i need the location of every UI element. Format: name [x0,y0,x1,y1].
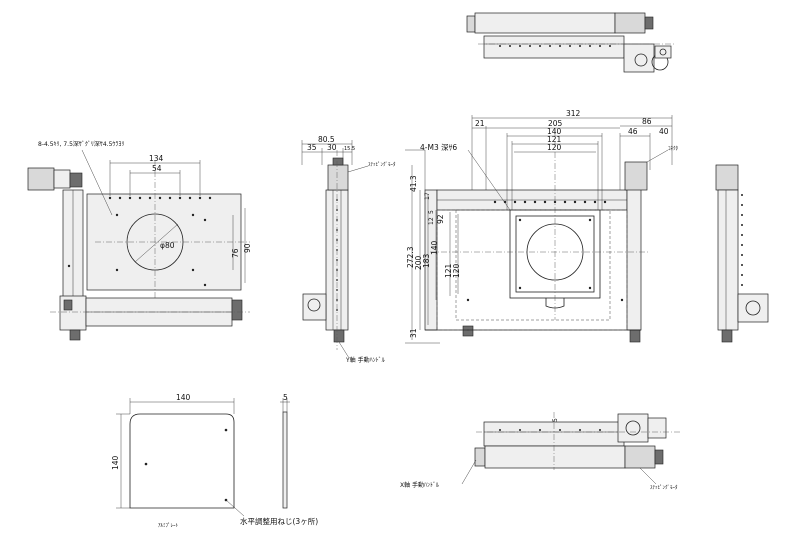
dim-40: 40 [659,127,669,136]
plate-dim-5: 5 [283,393,288,402]
dim-90: 90 [243,243,252,253]
dim-41-3: 41.3 [409,175,418,192]
main-plan-view: 312 21 205 86 140 46 40 121 120 41.3 17 … [405,109,679,344]
bottom-stepping-motor-label: ｽﾃｯﾋﾟﾝｸﾞﾓｰﾀ [650,484,678,491]
top-plan-holes [499,45,611,47]
side-stepping-motor-label: ｽﾃｯﾋﾟﾝｸﾞﾓｰﾀ [368,161,396,168]
dim-312: 312 [566,109,581,118]
dim-21: 21 [475,119,485,128]
front-top-holes [67,196,212,287]
dim-200: 200 [414,255,423,270]
right-side-holes [741,194,743,296]
aluminum-plate-label: ｱﾙﾐﾌﾟﾚｰﾄ [158,522,179,529]
dim-46: 46 [628,127,638,136]
dim-54: 54 [152,164,162,173]
bottom-dim-5: 5 [552,418,559,422]
m3-note: 4-M3 深ｻ6 [420,143,457,152]
dim-5: 5 [428,210,435,214]
dim-134: 134 [149,154,164,163]
top-plan-view [466,12,676,73]
dim-92: 92 [436,214,445,224]
dim-17: 17 [424,192,431,200]
front-dia-label: φ80 [160,241,175,250]
dim-30: 30 [327,143,337,152]
plate-dim-140-h: 140 [111,455,120,470]
dim-140-v: 140 [430,240,439,255]
dim-86: 86 [642,117,652,126]
side-view-y: 80.5 35 30 15.5 ｽﾃｯﾋﾟﾝｸﾞﾓｰﾀ Y軸 手動ﾊﾝﾄﾞﾙ [301,135,396,364]
connector-label: ｺﾈｸﾀ [668,146,679,152]
front-view: φ80 134 54 76 90 8- [27,140,252,341]
bottom-front-holes [499,429,601,431]
leveling-screws-label: 水平調整用ねじ(3ヶ所) [240,516,318,526]
aluminum-plate-view: 140 140 ｱﾙﾐﾌﾟﾚｰﾄ 水平調整用ねじ(3ヶ所) 5 [111,393,318,529]
y-handle-label: Y軸 手動ﾊﾝﾄﾞﾙ [345,356,385,364]
dim-15-5: 15.5 [344,146,355,152]
holes-note: 8-4.5ｷﾘ, 7.5深ｻﾞｸﾞﾘ深ｻ4.5ｳﾗﾖﾘ [38,140,124,148]
main-m3-holes [466,218,624,302]
dim-12: 12 [428,217,435,225]
dim-80-5: 80.5 [318,135,335,144]
dim-76: 76 [231,248,240,258]
dim-205: 205 [548,119,563,128]
dim-121: 121 [547,135,562,144]
dim-183: 183 [422,253,431,268]
main-top-rail-holes [493,200,607,204]
dim-35: 35 [307,143,317,152]
dim-140: 140 [547,127,562,136]
right-side-view [715,164,769,343]
plate-dim-140-w: 140 [176,393,191,402]
x-handle-label: X軸 手動ﾊﾝﾄﾞﾙ [400,481,439,489]
dim-121-v: 121 [444,263,453,278]
dim-120: 120 [547,143,562,152]
dim-120-v: 120 [452,263,461,278]
dim-272-3: 272.3 [406,246,415,268]
dim-31: 31 [409,328,418,338]
bottom-front-view-x: 5 X軸 手動ﾊﾝﾄﾞﾙ ｽﾃｯﾋﾟﾝｸﾞﾓｰﾀ [400,412,680,491]
